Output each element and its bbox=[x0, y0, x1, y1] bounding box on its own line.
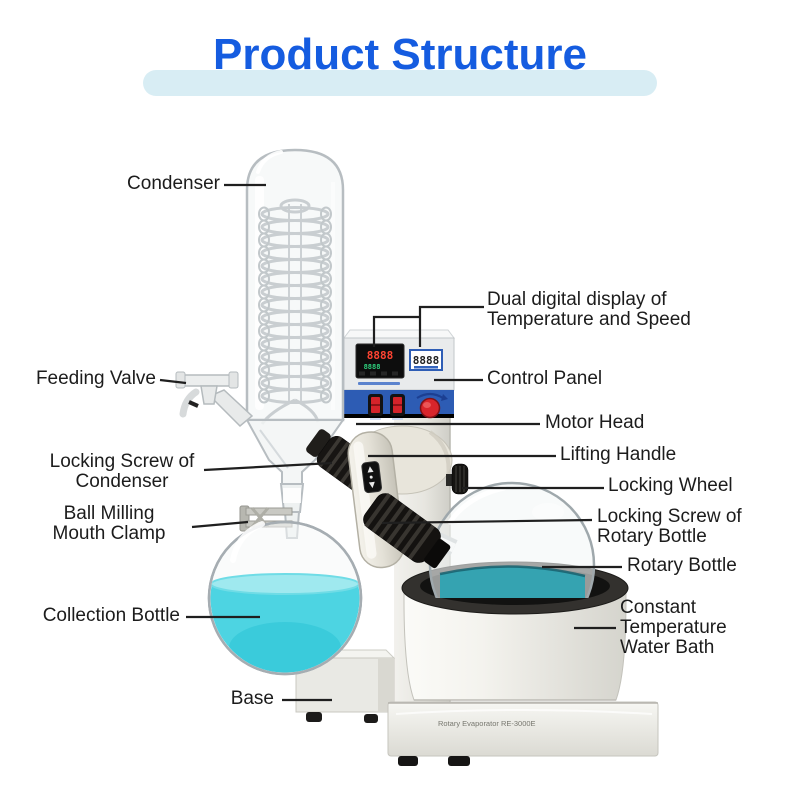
callout-locking-screw-condenser-line bbox=[203, 461, 333, 472]
water-bath bbox=[403, 589, 627, 701]
speed-knob bbox=[416, 392, 448, 419]
power-switch-left bbox=[368, 394, 383, 420]
label-condenser: Condenser bbox=[127, 173, 220, 194]
label-lifting-handle: Lifting Handle bbox=[560, 444, 677, 465]
model-text: Rotary Evaporator RE-3000E bbox=[438, 719, 536, 728]
title-highlight-band bbox=[143, 70, 657, 96]
collection-bottle bbox=[207, 520, 363, 676]
svg-text:8888: 8888 bbox=[364, 363, 381, 371]
label-control-panel: Control Panel bbox=[487, 368, 603, 389]
label-ball-milling-mouth-clamp: Ball Milling Mouth Clamp bbox=[52, 503, 166, 544]
feeding-valve bbox=[175, 371, 254, 428]
svg-text:8888: 8888 bbox=[367, 349, 394, 362]
label-dual-digital-display: Dual digital display of Temperature and … bbox=[487, 289, 691, 330]
base-right-block: Rotary Evaporator RE-3000E bbox=[387, 701, 659, 766]
condenser-coil bbox=[257, 198, 333, 425]
speed-display: 8888 bbox=[409, 349, 443, 371]
label-motor-head: Motor Head bbox=[545, 412, 645, 433]
label-rotary-bottle: Rotary Bottle bbox=[627, 555, 737, 576]
control-panel: 8888 8888 8888 bbox=[343, 329, 455, 420]
label-locking-wheel: Locking Wheel bbox=[608, 475, 733, 496]
lift-switch bbox=[361, 461, 383, 494]
locking-wheel bbox=[446, 463, 469, 495]
label-locking-screw-rotary: Locking Screw of Rotary Bottle bbox=[597, 506, 742, 547]
label-collection-bottle: Collection Bottle bbox=[42, 605, 180, 626]
svg-text:8888: 8888 bbox=[413, 354, 440, 367]
label-locking-screw-condenser: Locking Screw of Condenser bbox=[49, 451, 195, 492]
callout-locking-screw-rotary-line bbox=[381, 518, 593, 525]
condenser bbox=[245, 148, 364, 539]
callout-dual-display-bracket bbox=[372, 305, 484, 347]
temperature-display: 8888 8888 bbox=[355, 343, 405, 385]
callout-feeding-valve-line bbox=[159, 378, 187, 385]
power-switch-right bbox=[390, 394, 405, 420]
label-base: Base bbox=[230, 688, 274, 709]
page-title: Product Structure bbox=[212, 30, 588, 79]
label-water-bath: Constant Temperature Water Bath bbox=[620, 597, 727, 658]
label-feeding-valve: Feeding Valve bbox=[35, 368, 156, 389]
callout-ball-milling-clamp-line bbox=[191, 520, 249, 529]
